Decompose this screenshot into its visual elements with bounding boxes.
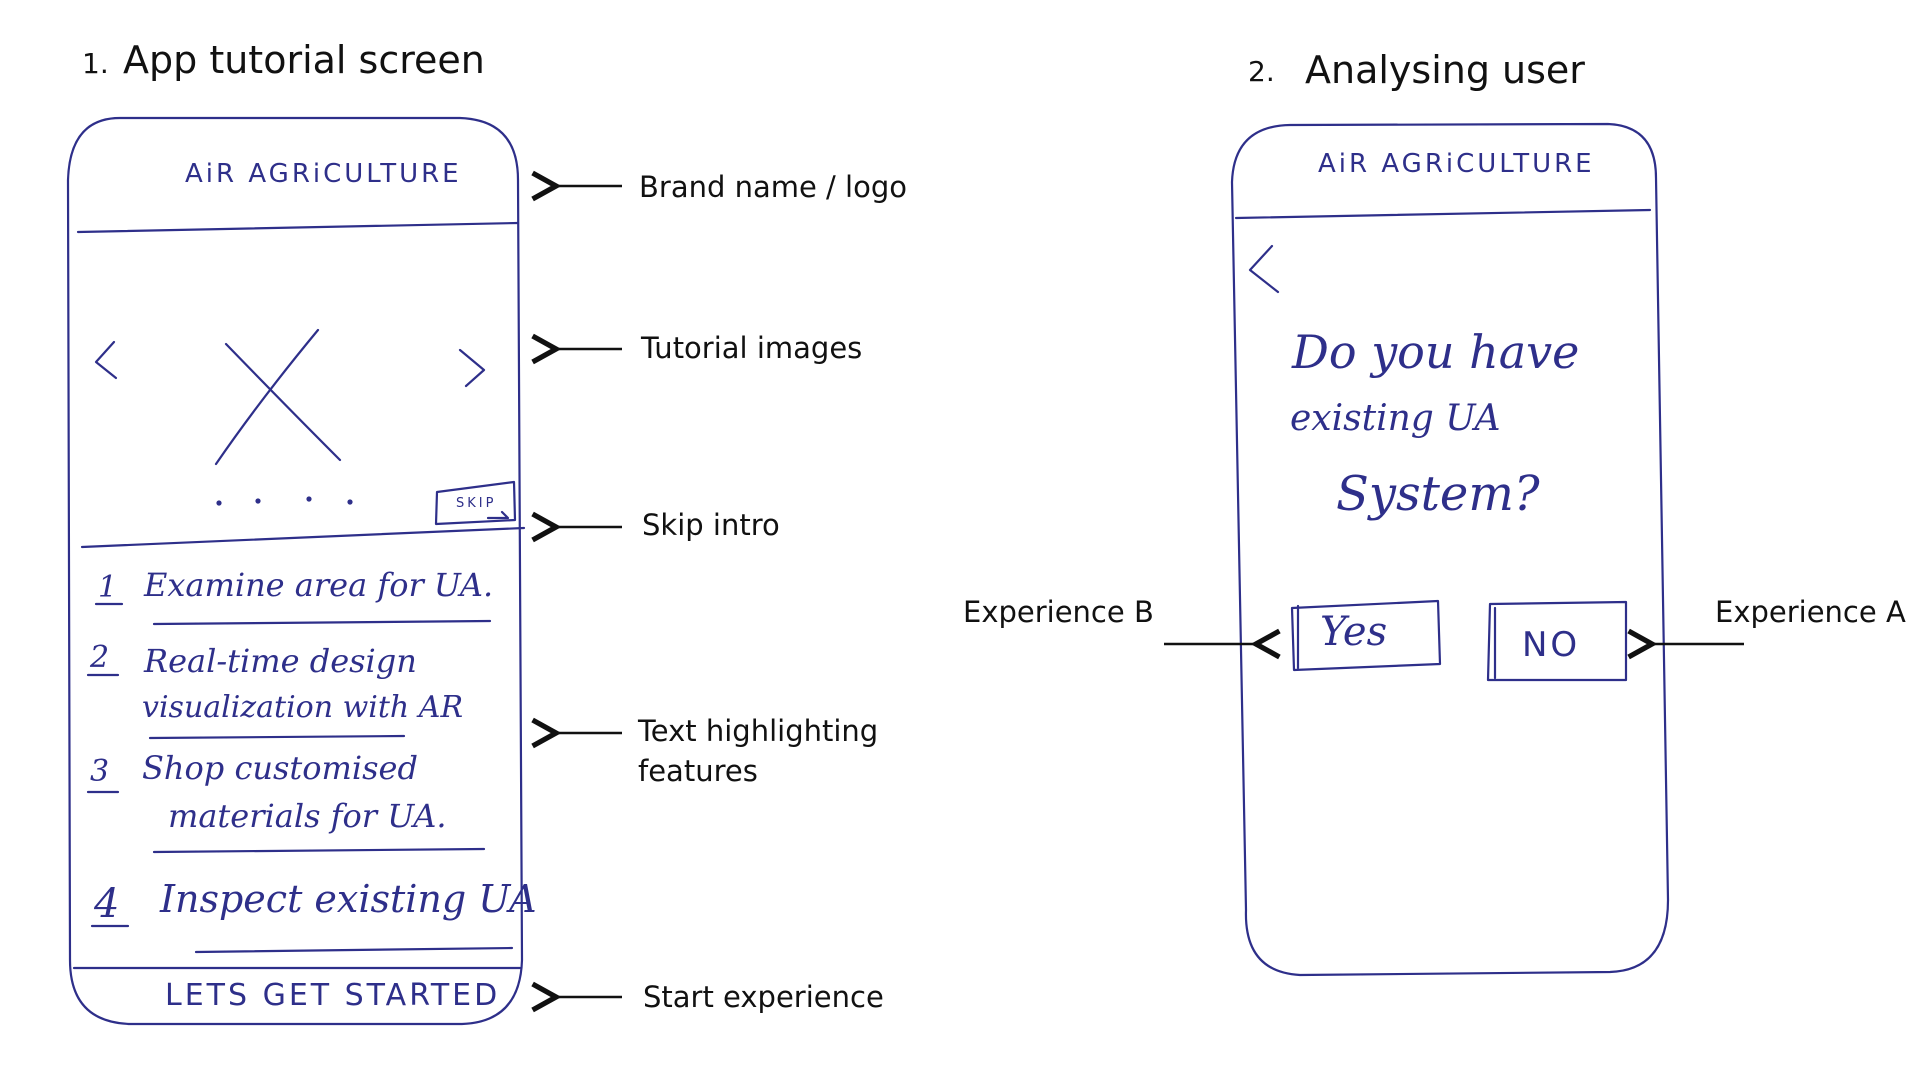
feature-number: 4 (93, 881, 119, 927)
carousel-dots[interactable] (216, 496, 353, 506)
screen1-number: 1. (82, 47, 109, 80)
question-line1: Do you have (1291, 325, 1579, 379)
back-chevron-left-icon[interactable] (1248, 244, 1280, 294)
image-placeholder-x-icon (214, 328, 342, 466)
chevron-left-icon[interactable] (94, 340, 118, 380)
screen2-brand-logo: AiR AGRiCULTURE (1318, 149, 1595, 179)
annotation-start: Start experience (643, 980, 884, 1014)
screen1-brand-logo: AiR AGRiCULTURE (185, 159, 462, 189)
yes-button[interactable]: Yes (1290, 599, 1442, 672)
screen2-phone-frame (1230, 122, 1670, 977)
no-button[interactable]: NO (1486, 600, 1628, 682)
annotation-skip: Skip intro (642, 508, 780, 542)
feature-number: 2 (89, 640, 109, 675)
feature-text-line2: materials for UA. (168, 797, 447, 835)
annotation-text-line1: Text highlighting (637, 714, 878, 748)
annotation-brand: Brand name / logo (639, 170, 907, 204)
screen1-header-divider (76, 221, 520, 234)
annotation-text-line2: features (638, 754, 758, 788)
feature-text: Examine area for UA. (143, 566, 493, 604)
chevron-right-icon[interactable] (458, 348, 486, 388)
annotation-experience-a: Experience A (1715, 595, 1906, 629)
feature-number: 1 (98, 570, 117, 605)
lets-get-started-button[interactable]: LETS GET STARTED (165, 978, 500, 1013)
feature-text-line2: visualization with AR (142, 690, 463, 725)
screen1-phone-frame (66, 116, 524, 1026)
feature-list: 1 Examine area for UA. 2 Real-time desig… (86, 566, 537, 928)
screen1-heading: App tutorial screen (123, 38, 485, 82)
skip-label: SKIP (456, 496, 496, 511)
question-line2: existing UA (1290, 398, 1500, 439)
question-text: Do you have existing UA System? (1290, 325, 1579, 522)
screen2-number: 2. (1248, 55, 1275, 88)
screen2-heading: Analysing user (1305, 48, 1585, 92)
feature-text: Inspect existing UA (159, 877, 537, 921)
annotation-tutorial: Tutorial images (640, 331, 862, 365)
screen1-cta-divider (194, 946, 514, 954)
no-label: NO (1522, 625, 1580, 665)
screen2-header-divider (1234, 208, 1652, 220)
skip-button[interactable]: SKIP (434, 480, 517, 526)
feature-number: 3 (90, 754, 109, 789)
screen1-carousel-divider (80, 526, 526, 549)
feature-text: Shop customised (142, 749, 418, 787)
yes-label: Yes (1320, 609, 1387, 655)
annotation-experience-b: Experience B (963, 595, 1154, 629)
feature-text: Real-time design (143, 642, 417, 680)
question-line3: System? (1336, 466, 1540, 522)
cta-label: LETS GET STARTED (165, 978, 500, 1013)
